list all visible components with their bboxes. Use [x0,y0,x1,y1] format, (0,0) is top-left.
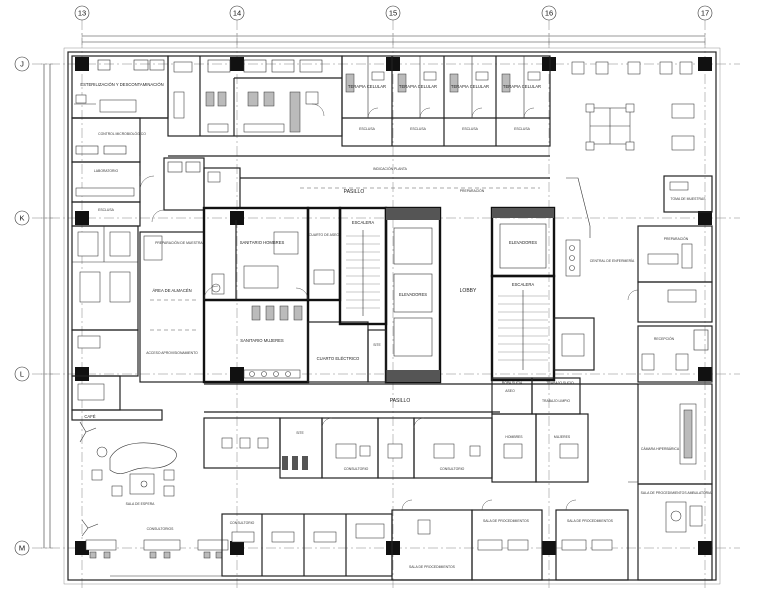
lower-corridor: PASILLO ROPA SUCIA TRABAJO SUCIO TRABAJO… [204,377,638,415]
svg-text:17: 17 [701,9,709,18]
dimension-lines [41,33,706,549]
room-label-consultorio-1: CONSULTORIO [344,467,369,471]
lab-block: ESTERILIZACIÓN Y DESCONTAMINACIÓN CONTRO… [71,55,169,227]
mid-left-block: PREPARACIÓN DE MUESTRAS ÁREA DE ALMACÉN … [71,157,241,411]
svg-text:16: 16 [545,9,553,18]
label-pasillo-2: PASILLO [390,398,411,404]
axis-bubble-16: 16 [541,5,557,21]
stair-treads-2 [498,290,548,370]
sala-espera-block: CAFÉ SALA DE ESPERA CONSULTORIOS [71,409,229,577]
room-label-consultorios-3: CONSULTORIOS [147,527,175,531]
room-label-esclusa-1: ESCLUSA [359,127,376,131]
room-label-trabajo-sucio: TRABAJO SUCIO [546,381,574,385]
room-label-trabajo-limpio: TRABAJO LIMPIO [542,399,570,403]
room-label-esclusa-2: ESCLUSA [410,127,427,131]
row-axis-bubbles: J K L M [14,56,30,556]
column-axis-bubbles: 13 14 15 16 17 [74,5,713,21]
room-label-cuarto-aseo: CUARTO DE ASEO [309,233,339,237]
room-label-site: SITE [296,431,304,435]
svg-text:15: 15 [389,9,397,18]
axis-bubble-m: M [14,540,30,556]
svg-text:L: L [20,370,24,379]
room-label-cafe: CAFÉ [84,414,95,419]
right-mid-block: CENTRAL DE ENFERMERÍA PREPARACIÓN RECEPC… [565,177,713,383]
svg-text:J: J [20,60,24,69]
room-label-area-almacen: ÁREA DE ALMACÉN [152,288,191,293]
room-label-esclusa-lab: ESCLUSA [98,208,115,212]
room-label-terapia-3: TERAPIA CELULAR [451,84,489,89]
room-label-sala-proc-amb: SALA DE PROCEDIMIENTOS AMBULATORIA [641,491,712,495]
room-label-central-enf: CENTRAL DE ENFERMERÍA [590,259,635,263]
room-label-mujeres: MUJERES [554,435,571,439]
room-label-terapia-1: TERAPIA CELULAR [348,84,386,89]
room-label-sala-proc-1: SALA DE PROCEDIMIENTOS [409,565,456,569]
room-label-consultorio-2: CONSULTORIO [440,467,465,471]
axis-bubble-k: K [14,210,30,226]
room-label-sala-proc-2: SALA DE PROCEDIMIENTOS [483,519,530,523]
stair-treads-1 [346,230,380,316]
terapia-celular-block: TERAPIA CELULAR TERAPIA CELULAR TERAPIA … [341,55,551,147]
axis-bubble-l: L [14,366,30,382]
axis-bubble-15: 15 [385,5,401,21]
room-label-escalera-1: ESCALERA [352,220,375,225]
sanitarios-block: SANITARIO HOMBRES SANITARIO MUJERES [202,206,310,384]
room-label-terapia-2: TERAPIA CELULAR [399,84,437,89]
top-middle-block [167,55,343,137]
room-label-preparacion: PREPARACIÓN [664,236,689,241]
label-indicacion: INDICACIÓN PLANTA [373,166,408,171]
structural-columns [75,57,712,555]
room-label-esclusa-3: ESCLUSA [462,127,479,131]
room-label-elevadores-2: ELEVADORES [509,240,537,245]
label-preparacion-top: PREPARACIÓN [460,188,485,193]
svg-text:M: M [19,544,25,553]
room-label-sanitario-mujeres: SANITARIO MUJERES [240,338,284,343]
room-label-sala-espera: SALA DE ESPERA [126,502,156,506]
svg-text:13: 13 [78,9,86,18]
room-label-elevadores-1: ELEVADORES [399,292,427,297]
room-label-prep-muestras: PREPARACIÓN DE MUESTRAS [155,240,206,245]
waiting-right-block: TOMA DE MUESTRAS [571,61,713,213]
room-label-control-micro: CONTROL MICROBIOLÓGICO [98,131,146,136]
axis-bubble-j: J [14,56,30,72]
consultorios-block: SITE CONSULTORIO CONSULTORIO HOMBRES MUJ… [203,389,589,577]
door-swings [151,209,639,511]
room-label-aseo: ASEO [505,389,515,393]
axis-bubble-13: 13 [74,5,90,21]
room-label-site-core: SITE [373,343,381,347]
core-block: CUARTO DE ASEO CUARTO ELÉCTRICO ESCALERA… [306,206,595,384]
room-label-toma-muestras: TOMA DE MUESTRAS [671,197,707,201]
room-label-escalera-2: ESCALERA [512,282,535,287]
room-label-laboratorio: LABORATORIO [94,169,119,173]
room-label-lobby: LOBBY [460,288,477,294]
main-corridor: INDICACIÓN PLANTA PASILLO PREPARACIÓN [168,155,550,195]
axis-bubble-17: 17 [697,5,713,21]
room-label-sanitario-hombres: SANITARIO HOMBRES [240,240,285,245]
svg-text:K: K [19,214,24,223]
room-label-acceso-aprov: ACCESO APROVISIONAMIENTO [146,351,198,355]
room-label-hombres: HOMBRES [505,435,523,439]
room-label-recepcion: RECEPCIÓN [654,336,675,341]
room-label-esclusa-4: ESCLUSA [514,127,531,131]
label-pasillo-1: PASILLO [344,189,365,195]
axis-bubble-14: 14 [229,5,245,21]
room-label-consultorio-4: CONSULTORIO [230,521,255,525]
svg-text:14: 14 [233,9,241,18]
room-label-sala-proc-3: SALA DE PROCEDIMIENTOS [567,519,614,523]
room-label-ropa-sucia: ROPA SUCIA [502,381,523,385]
room-label-esterilizacion: ESTERILIZACIÓN Y DESCONTAMINACIÓN [80,82,163,87]
room-label-camara-hiperbarica: CÁMARA HIPERBÁRICA [641,447,680,451]
procedimientos-block: SALA DE PROCEDIMIENTOS SALA DE PROCEDIMI… [391,383,713,581]
room-label-terapia-4: TERAPIA CELULAR [503,84,541,89]
room-label-cuarto-electrico: CUARTO ELÉCTRICO [317,356,360,361]
